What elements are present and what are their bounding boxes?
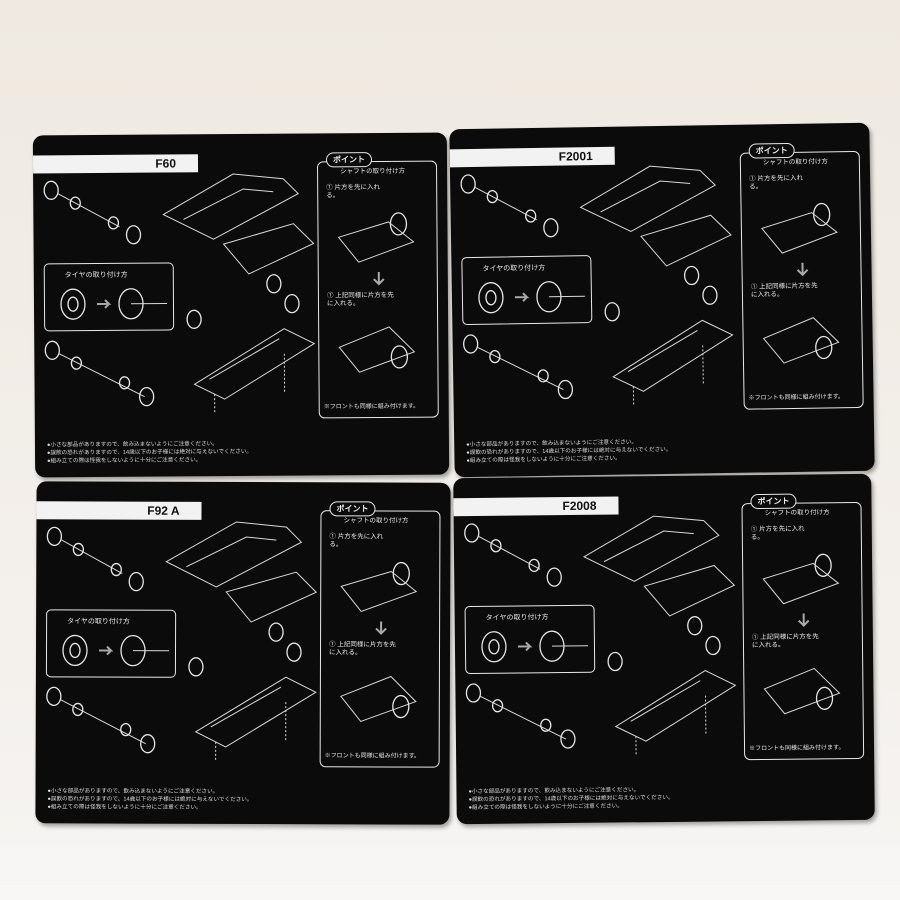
front-note: ※フロントも同様に組み付けます。 [748, 394, 845, 402]
safety-notes: ●小さな部品がありますので、飲み込まないようにご注意ください。 ●誤飲の恐れがあ… [466, 438, 671, 466]
exploded-assembly-diagram [46, 521, 318, 762]
front-note: ※フロントも同様に組み付けます。 [324, 753, 421, 760]
point-assembly-box: ポイント シャフトの取り付け方 ① 片方を先に入れる。 ① 上記同様に片方を先に… [741, 493, 865, 761]
rear-axle-top-diagram [460, 174, 559, 238]
front-axle-bottom-diagram [463, 334, 574, 400]
instruction-card-f2008: F2008 [453, 473, 875, 825]
tire-mounting-box: タイヤの取り付け方 [461, 255, 593, 326]
front-axle-bottom-diagram [46, 686, 156, 754]
car-body-diagram [582, 515, 737, 757]
tire-mounting-box: タイヤの取り付け方 [464, 604, 596, 675]
safety-note: ●組み立ての際は怪我をしないように十分にご注意ください。 [47, 804, 202, 811]
safety-note: ●組み立ての際は怪我をしないように十分にご注意ください。 [47, 457, 202, 465]
tire-mounting-box: タイヤの取り付け方 [45, 609, 177, 678]
front-axle-bottom-diagram [465, 683, 576, 749]
exploded-assembly-diagram [460, 165, 734, 407]
safety-notes: ●小さな部品がありますので、飲み込まないようにご注意ください。 ●誤飲の恐れがあ… [47, 440, 252, 466]
front-axle-bottom-diagram [44, 340, 155, 407]
exploded-assembly-diagram [464, 515, 737, 757]
front-note: ※フロントも同様に組み付けます。 [323, 403, 420, 411]
car-body-diagram [165, 521, 318, 762]
rear-axle-top-diagram [46, 526, 144, 592]
point-assembly-box: ポイント シャフトの取り付け方 ① 片方を先に入れる。 ① 上記同様に片方を先に… [316, 152, 439, 419]
safety-notes: ●小さな部品がありますので、飲み込まないようにご注意ください。 ●誤飲の恐れがあ… [47, 787, 252, 812]
car-body-diagram [162, 173, 316, 415]
point-assembly-box: ポイント シャフトの取り付け方 ① 片方を先に入れる。 ① 上記同様に片方を先に… [319, 501, 441, 768]
exploded-assembly-diagram [43, 173, 316, 415]
instruction-card-f60: F60 [32, 132, 450, 478]
instruction-card-f2001: F2001 [449, 122, 875, 478]
rear-axle-top-diagram [43, 180, 142, 245]
car-body-diagram [579, 165, 734, 407]
point-assembly-box: ポイント シャフトの取り付け方 ① 片方を先に入れる。 ① 上記同様に片方を先に… [739, 142, 864, 410]
tire-mounting-box: タイヤの取り付け方 [43, 262, 175, 332]
safety-notes: ●小さな部品がありますので、飲み込まないようにご注意ください。 ●誤飲の恐れがあ… [468, 786, 673, 812]
rear-axle-top-diagram [464, 523, 562, 587]
front-note: ※フロントも同様に組み付けます。 [749, 745, 845, 753]
instruction-card-f92a: F92 A [35, 481, 451, 825]
table-surface [0, 810, 900, 900]
